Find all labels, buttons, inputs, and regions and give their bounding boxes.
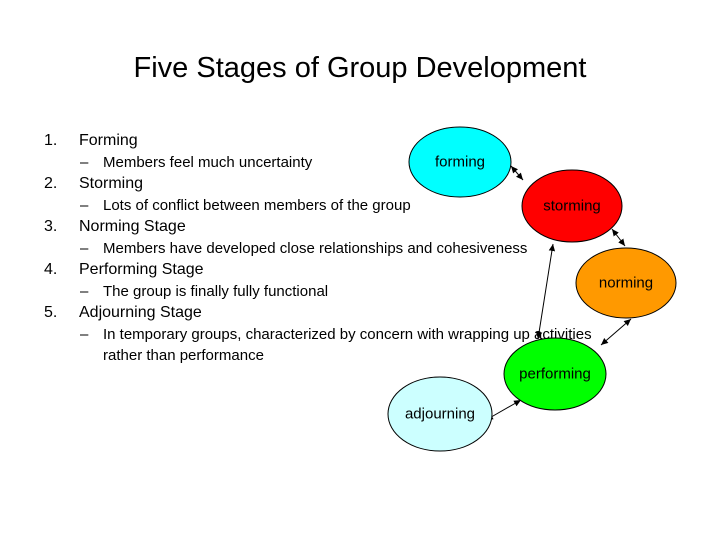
- node-performing-label: performing: [519, 366, 591, 383]
- edge-norming-performing: [600, 318, 632, 346]
- stage-item-forming: 1. Forming –Members feel much uncertainty: [44, 130, 644, 173]
- edge-forming-storming: [510, 165, 524, 181]
- node-adjourning: adjourning: [387, 376, 493, 452]
- edges-layer: [485, 165, 632, 421]
- slide-title: Five Stages of Group Development: [133, 52, 587, 84]
- stage-item-norming: 3. Norming Stage –Members have developed …: [44, 216, 644, 259]
- nodes-layer: forming storming norming performing adjourni…: [387, 126, 677, 452]
- node-norming-ellipse: [575, 247, 677, 319]
- stage-description: Lots of conflict between members of the …: [103, 197, 411, 214]
- dash-bullet: –: [80, 197, 89, 214]
- stage-description: The group is finally fully functional: [103, 283, 329, 300]
- node-adjourning-ellipse: [387, 376, 493, 452]
- node-performing-ellipse: [503, 337, 607, 411]
- node-performing: performing: [503, 337, 607, 411]
- stage-name: Storming: [79, 175, 144, 192]
- node-adjourning-label: adjourning: [405, 406, 475, 423]
- node-forming-ellipse: [408, 126, 512, 198]
- node-forming-label: forming: [435, 154, 485, 171]
- stage-name: Norming Stage: [79, 218, 186, 235]
- stage-number: 4.: [44, 261, 58, 278]
- stage-description: Members have developed close relationshi…: [103, 240, 528, 257]
- stage-item-adjourning: 5. Adjourning Stage –In temporary groups,…: [44, 302, 644, 366]
- dash-bullet: –: [80, 283, 89, 300]
- dash-bullet: –: [80, 154, 89, 171]
- stage-number: 2.: [44, 175, 58, 192]
- stage-number: 1.: [44, 132, 58, 149]
- stage-item-performing: 4. Performing Stage –The group is finally…: [44, 259, 644, 302]
- stage-name: Adjourning Stage: [79, 304, 202, 321]
- stage-description: Members feel much uncertainty: [103, 154, 313, 171]
- dash-bullet: –: [80, 326, 89, 343]
- stage-item-storming: 2. Storming –Lots of conflict between mem…: [44, 173, 644, 216]
- node-storming-label: storming: [543, 198, 601, 215]
- node-storming-ellipse: [521, 169, 623, 243]
- node-storming: storming: [521, 169, 623, 243]
- stage-name: Forming: [79, 132, 138, 149]
- stage-number: 3.: [44, 218, 58, 235]
- stage-list: 1.Forming –Members feel much uncertainty…: [44, 130, 644, 366]
- edge-storming-norming: [611, 228, 626, 247]
- edge-performing-storming: [535, 243, 556, 340]
- dash-bullet: –: [80, 240, 89, 257]
- node-forming: forming: [408, 126, 512, 198]
- stage-number: 5.: [44, 304, 58, 321]
- node-norming: norming: [575, 247, 677, 319]
- stage-description: In temporary groups, characterized by co…: [103, 326, 592, 364]
- stage-name: Performing Stage: [79, 261, 204, 278]
- node-norming-label: norming: [599, 275, 653, 292]
